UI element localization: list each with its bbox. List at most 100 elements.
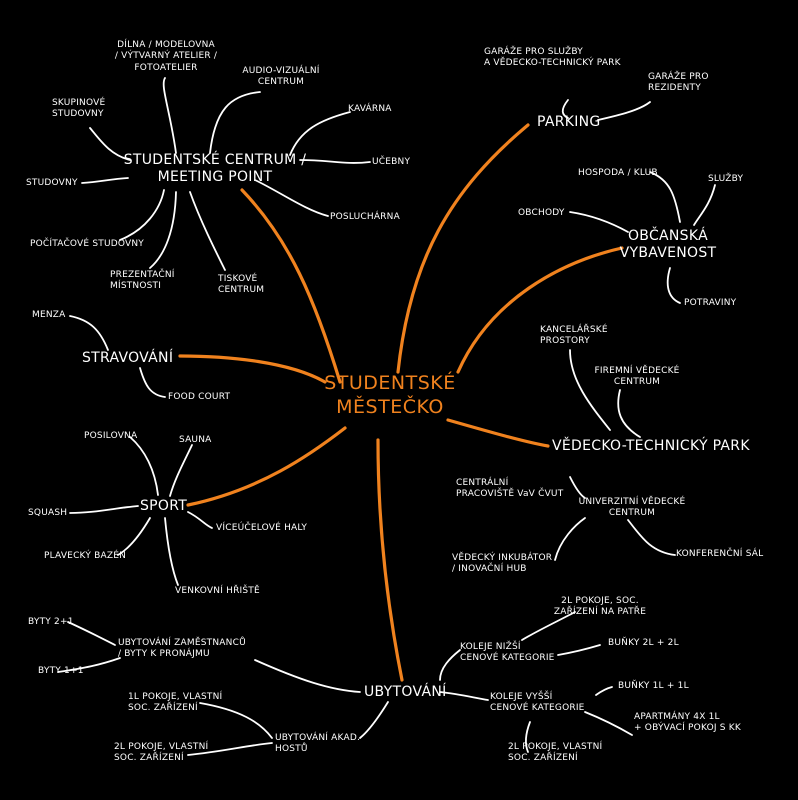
- sub-branch-line: [67, 621, 116, 646]
- leaf-univerzitni-vedecke-centrum: UNIVERZITNÍ VĚDECKÉ CENTRUM: [578, 497, 686, 519]
- leaf-koleje-nizsi: KOLEJE NIŽŠÍ CENOVÉ KATEGORIE: [460, 642, 555, 664]
- leaf-prezentacni-mistnosti: PREZENTAČNÍ MÍSTNOSTI: [110, 270, 175, 292]
- sub-branch-line: [299, 159, 371, 164]
- leaf-menza: MENZA: [32, 310, 66, 320]
- sub-branch-line: [187, 742, 273, 756]
- leaf-food-court: FOOD COURT: [168, 392, 231, 402]
- hub-vedecko-technicky-park: VĚDECKO-TECHNICKÝ PARK: [552, 438, 750, 454]
- sub-branch-line: [693, 184, 716, 226]
- sub-branch-line: [162, 77, 177, 154]
- leaf-sauna: SAUNA: [179, 435, 212, 445]
- hub-parking: PARKING: [537, 114, 601, 130]
- leaf-posilovna: POSILOVNA: [84, 431, 138, 441]
- leaf-viceucelove-haly: VÍCEÚČELOVÉ HALY: [216, 523, 308, 533]
- sub-branch-line: [117, 517, 151, 556]
- leaf-bunky-2l-2l: BUŇKY 2L + 2L: [608, 638, 679, 648]
- leaf-2l-pokoje-vlastni: 2L POKOJE, VLASTNÍ SOC. ZAŘÍZENÍ: [114, 742, 209, 764]
- leaf-posluchárna: POSLUCHÁRNA: [330, 212, 400, 222]
- sub-branch-line: [597, 101, 651, 121]
- branch-stravovani: [178, 354, 327, 384]
- sub-branch-line: [666, 267, 681, 304]
- branch-ubytovani: [376, 438, 404, 682]
- sub-branch-line: [149, 191, 177, 269]
- leaf-bunky-1l-1l: BUŇKY 1L + 1L: [618, 681, 689, 691]
- leaf-venkovni-hriste: VENKOVNÍ HŘIŠTĚ: [175, 586, 260, 596]
- leaf-firemni-vedecke-centrum: FIREMNÍ VĚDECKÉ CENTRUM: [594, 366, 680, 388]
- sub-branch-line: [189, 191, 226, 271]
- leaf-audio-vizualni: AUDIO-VIZUÁLNÍ CENTRUM: [242, 66, 320, 88]
- sub-branch-line: [81, 177, 129, 184]
- sub-branch-line: [57, 657, 121, 673]
- sub-branch-line: [439, 649, 461, 681]
- sub-branch-line: [254, 179, 329, 217]
- sub-branch-line: [627, 519, 676, 556]
- sub-branch-line: [69, 315, 109, 351]
- sub-branch-line: [289, 111, 351, 156]
- leaf-squash: SQUASH: [28, 508, 68, 518]
- branch-vedecko: [446, 418, 550, 448]
- leaf-2l-pokoje-soc-patre: 2L POKOJE, SOC. ZAŘÍZENÍ NA PATŘE: [553, 596, 647, 618]
- sub-branch-line: [569, 349, 611, 431]
- hub-ubytovani: UBYTOVÁNÍ: [364, 684, 447, 700]
- sub-branch-line: [209, 91, 261, 154]
- sub-branch-line: [169, 444, 193, 497]
- hub-sport: SPORT: [140, 498, 188, 514]
- sub-branch-line: [569, 211, 629, 233]
- leaf-hospoda-klub: HOSPODA / KLUB: [578, 168, 658, 178]
- leaf-dilna: DÍLNA / MODELOVNA / VÝTVARNÝ ATELIER / F…: [114, 40, 218, 73]
- sub-branch-line: [557, 644, 601, 656]
- sub-branch-line: [569, 476, 586, 499]
- sub-branch-line: [89, 127, 131, 161]
- sub-branches: [57, 77, 716, 756]
- leaf-ucebny: UČEBNY: [372, 157, 411, 167]
- leaf-garaze-rezidenty: GARÁŽE PRO REZIDENTY: [648, 72, 709, 94]
- sub-branch-line: [254, 659, 361, 693]
- sub-branch-line: [359, 701, 389, 739]
- leaf-pocitacove-studovny: POČÍTAČOVÉ STUDOVNY: [30, 239, 145, 249]
- leaf-konferencni-sal: KONFERENČNÍ SÁL: [676, 549, 764, 559]
- leaf-tiskove-centrum: TISKOVÉ CENTRUM: [218, 274, 265, 296]
- leaf-garaze-sluzby: GARÁŽE PRO SLUŽBY A VĚDECKO-TECHNICKÝ PA…: [484, 47, 621, 69]
- leaf-skupinove-studovny: SKUPINOVÉ STUDOVNY: [52, 98, 106, 120]
- hub-obcanska-vybavenost: OBČANSKÁ VYBAVENOST: [619, 228, 717, 261]
- leaf-ubytovani-zamestnancu: UBYTOVÁNÍ ZAMĚSTNANCŮ / BYTY K PRONÁJMU: [118, 638, 246, 660]
- leaf-kavarna: KAVÁRNA: [348, 104, 392, 114]
- sub-branch-line: [129, 436, 159, 496]
- main-branches: [178, 123, 624, 682]
- sub-branch-line: [521, 611, 576, 641]
- leaf-byty-1plus1: BYTY 1+1: [38, 666, 84, 676]
- sub-branch-line: [595, 686, 613, 696]
- sub-branch-line: [199, 702, 273, 739]
- branch-sport: [186, 426, 347, 507]
- leaf-1l-pokoje: 1L POKOJE, VLASTNÍ SOC. ZAŘÍZENÍ: [128, 692, 223, 714]
- sub-branch-line: [561, 99, 569, 119]
- sub-branch-line: [617, 389, 641, 438]
- leaf-ubytovani-akad-hostu: UBYTOVÁNÍ AKAD. HOSTŮ: [275, 733, 361, 755]
- branch-parking: [396, 123, 530, 374]
- sub-branch-line: [554, 517, 586, 561]
- hub-stravovani: STRAVOVÁNÍ: [82, 350, 174, 366]
- leaf-studovny: STUDOVNY: [26, 178, 78, 188]
- leaf-centralni-pracoviste: CENTRÁLNÍ PRACOVIŠTĚ VaV ČVUT: [456, 478, 564, 500]
- sub-branch-line: [119, 189, 165, 241]
- leaf-potraviny: POTRAVINY: [684, 298, 737, 308]
- sub-branch-line: [649, 171, 681, 223]
- leaf-koleje-vyssi: KOLEJE VYŠŠÍ CENOVÉ KATEGORIE: [490, 692, 585, 714]
- leaf-obchody: OBCHODY: [518, 208, 565, 218]
- central-topic: STUDENTSKÉ MĚSTEČKO: [324, 372, 456, 418]
- sub-branch-line: [584, 711, 633, 736]
- leaf-byty-2plus1: BYTY 2+1: [28, 617, 74, 627]
- sub-branch-line: [439, 691, 489, 701]
- leaf-kancelarske-prostory: KANCELÁŘSKÉ PROSTORY: [540, 325, 608, 347]
- leaf-vedecky-inkubator: VĚDECKÝ INKUBÁTOR / INOVAČNÍ HUB: [452, 553, 553, 575]
- sub-branch-line: [139, 367, 166, 398]
- sub-branch-line: [525, 721, 531, 753]
- leaf-apartmany: APARTMÁNY 4X 1L + OBÝVACÍ POKOJ S KK: [634, 712, 741, 734]
- sub-branch-line: [187, 511, 213, 529]
- hub-studentske-centrum: STUDENTSKÉ CENTRUM / MEETING POINT: [123, 152, 307, 185]
- leaf-plavecky-bazen: PLAVECKÝ BAZÉN: [44, 551, 127, 561]
- leaf-2l-pokoje-vlastni-b: 2L POKOJE, VLASTNÍ SOC. ZAŘÍZENÍ: [508, 742, 603, 764]
- sub-branch-line: [164, 517, 179, 586]
